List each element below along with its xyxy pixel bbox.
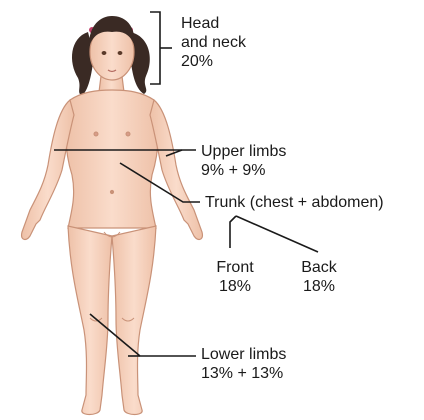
trunk-back-pct: 18% [292, 277, 346, 296]
head-label-line2: and neck [181, 33, 246, 52]
trunk-back-label: Back 18% [292, 258, 346, 296]
head [89, 16, 135, 80]
trunk-back-name: Back [292, 258, 346, 277]
trunk-front-name: Front [208, 258, 262, 277]
body-silhouette [22, 76, 203, 415]
trunk-front-pct: 18% [208, 277, 262, 296]
trunk-split-right [236, 216, 318, 252]
trunk-front-label: Front 18% [208, 258, 262, 296]
head-label: Head and neck 20% [181, 14, 246, 71]
head-label-line1: Head [181, 14, 246, 33]
trunk-label: Trunk (chest + abdomen) [205, 193, 384, 212]
upper-limbs-label: Upper limbs 9% + 9% [201, 142, 286, 180]
upper-limbs-name: Upper limbs [201, 142, 286, 161]
head-label-pct: 20% [181, 52, 246, 71]
upper-limbs-pct: 9% + 9% [201, 161, 286, 180]
lower-limbs-pct: 13% + 13% [201, 364, 286, 383]
lower-limbs-name: Lower limbs [201, 345, 286, 364]
head-bracket [150, 12, 160, 84]
lower-limbs-label: Lower limbs 13% + 13% [201, 345, 286, 383]
trunk-name: Trunk (chest + abdomen) [205, 193, 384, 212]
trunk-split-left [230, 216, 236, 248]
